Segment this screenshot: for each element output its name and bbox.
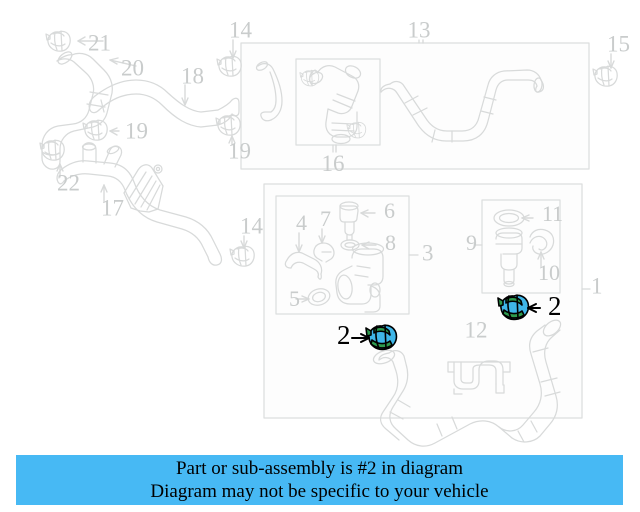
group-box-13 [240,39,590,170]
leader-6 [360,209,376,218]
banner-line-2: Diagram may not be specific to your vehi… [150,481,489,502]
callout-17: 17 [101,195,124,220]
callout-13: 13 [408,17,431,42]
info-banner: Part or sub-assembly is #2 in diagram Di… [16,455,623,505]
part-connector-16 [308,65,362,145]
part-hose-lower [372,319,562,447]
part-clamp-19a [82,119,108,141]
leader-18 [181,84,189,106]
callout-8: 8 [385,230,396,255]
callout-11: 11 [542,201,563,226]
leader-21 [77,36,104,46]
callout-14-bottom: 14 [240,213,264,238]
part-clip-12 [447,360,511,395]
callout-20: 20 [121,55,144,80]
callout-9: 9 [466,230,477,255]
callout-18: 18 [181,63,204,88]
leader-14-top [229,39,237,59]
part-clip-10 [529,228,555,255]
part-clamp-14-bottom [229,245,255,267]
banner-line-1: Part or sub-assembly is #2 in diagram [175,458,464,479]
leader-22 [56,163,64,178]
part-oring-5 [307,288,331,306]
callout-22: 22 [57,170,80,195]
callout-6: 6 [384,198,395,223]
callout-19-left: 19 [125,118,148,143]
leader-19a [109,127,120,136]
part-clamp-14-top [216,55,242,77]
part-clip-7 [313,242,335,263]
group-box-3 [275,195,419,315]
group-box-16 [295,58,381,153]
highlighted-part-2-left[interactable] [365,324,398,351]
callout-2-left: 2 [337,320,351,350]
callout-2-right: 2 [548,291,562,321]
callout-12: 12 [465,317,488,342]
leader-10 [537,251,545,268]
part-hose-20 [41,51,113,170]
callout-16: 16 [322,151,345,176]
callout-1: 1 [591,273,603,298]
part-clamp-15 [592,65,618,87]
callout-14-top: 14 [229,17,253,42]
part-hose-17 [56,142,223,266]
leader-17 [100,184,108,203]
part-clamp-21 [45,30,71,52]
leader-8 [361,241,377,250]
leader-4 [295,232,303,253]
callout-labels: 21 20 18 14 13 15 19 19 22 17 16 14 4 7 … [57,17,630,350]
leader-2-left [351,333,370,343]
leader-14-bottom [240,235,248,249]
callout-21: 21 [88,30,111,55]
callout-4: 4 [296,210,307,235]
part-valve-9 [495,227,523,288]
leader-5 [295,295,310,303]
callout-10: 10 [538,260,560,285]
callout-7: 7 [320,206,331,231]
leader-11 [521,214,534,222]
callout-19-right: 19 [228,138,251,163]
part-hose-13 [380,69,545,143]
callout-5: 5 [289,286,300,311]
leader-2-right [527,303,541,313]
callout-15: 15 [607,31,630,56]
leader-15 [607,53,615,69]
leader-7 [318,228,326,244]
highlighted-part-2-right[interactable] [497,294,530,321]
callout-3: 3 [422,240,434,265]
leader-19b [228,135,236,146]
part-hose-4 [284,251,323,280]
leader-20 [109,57,137,67]
part-hose-small-13 [255,61,283,122]
